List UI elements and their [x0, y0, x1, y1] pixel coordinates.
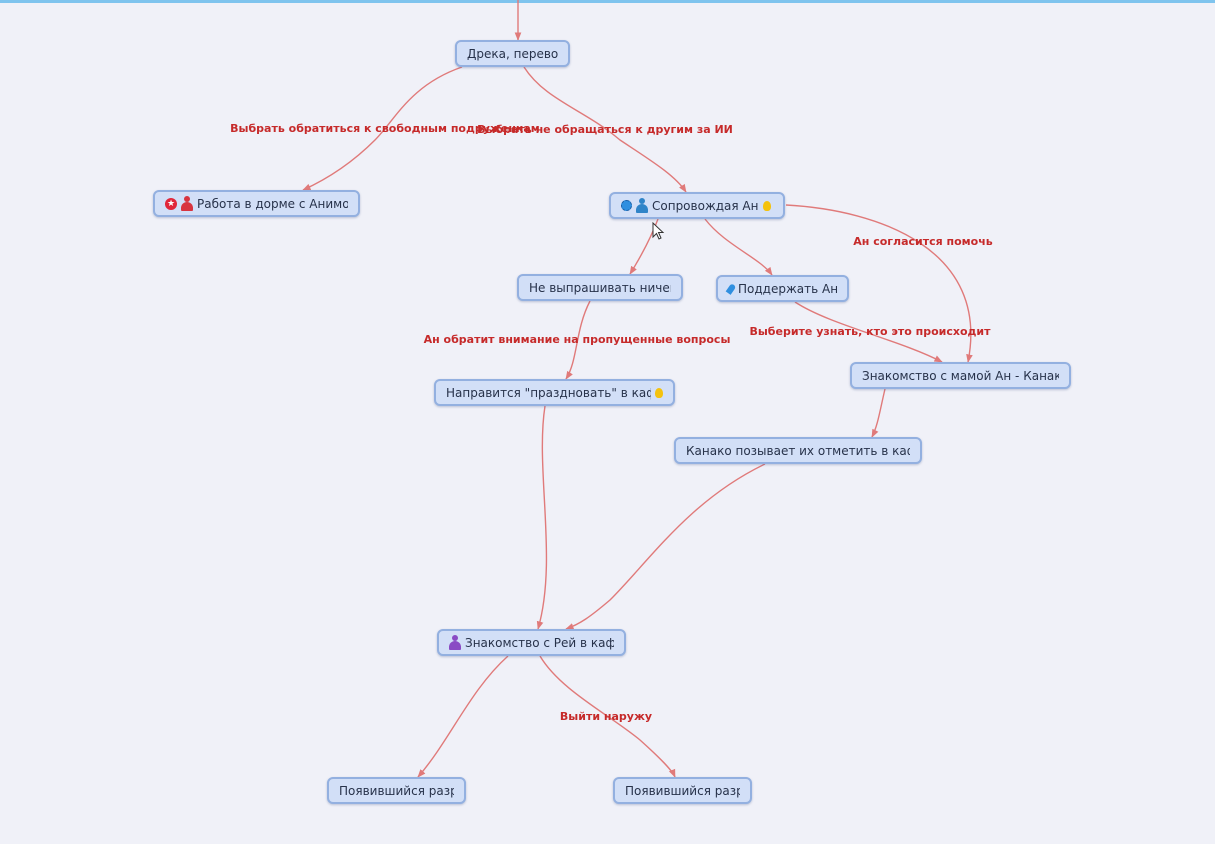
star-icon: ★ — [165, 197, 177, 210]
window-top-border — [0, 0, 1215, 3]
diagram-node-n7[interactable]: Знакомство с мамой Ан - Канако — [850, 362, 1071, 389]
purple-person-icon — [449, 635, 461, 650]
edge-n1-n3 — [523, 66, 687, 193]
diagram-node-n5[interactable]: Поддержать Ан — [716, 275, 849, 302]
edge-n9-n10 — [417, 655, 509, 778]
diagram-node-n1[interactable]: Дрека, перевод — [455, 40, 570, 67]
red-person-icon — [181, 196, 193, 211]
diagram-node-n8[interactable]: Канако позывает их отметить в кафе — [674, 437, 922, 464]
node-label: Направится "праздновать" в кафе — [446, 385, 651, 400]
edge-n5-n7 — [794, 301, 943, 363]
edge-n6-n9 — [536, 405, 548, 630]
edge-label: Выбрать не обращаться к другим за ИИ — [477, 123, 733, 136]
edge-n3-n7 — [785, 204, 973, 363]
node-label: Знакомство с Рей в кафе — [465, 635, 614, 650]
edge-n1-n2 — [302, 66, 463, 191]
edge-label: Выбрать обратиться к свободным подруженк… — [230, 122, 540, 135]
edge-n9-n11 — [539, 655, 676, 778]
diagram-node-n2[interactable]: ★ Работа в дорме с Анимо — [153, 190, 360, 217]
mouse-cursor-icon — [652, 222, 665, 240]
edge-n8-n9 — [565, 463, 766, 630]
node-label: Поддержать Ан — [738, 281, 837, 296]
diagram-node-n3[interactable]: Сопровождая Ан — [609, 192, 785, 219]
edge-label: Ан обратит внимание на пропущенные вопро… — [424, 333, 731, 346]
gear-icon — [621, 200, 632, 211]
diagram-node-n4[interactable]: Не выпрашивать ничего — [517, 274, 683, 301]
edge-label: Ан согласится помочь — [853, 235, 993, 248]
node-label: Не выпрашивать ничего — [529, 280, 671, 295]
pin-icon — [725, 282, 737, 295]
diagram-node-n9[interactable]: Знакомство с Рей в кафе — [437, 629, 626, 656]
edge-n3-n4 — [629, 218, 659, 275]
node-label: Работа в дорме с Анимо — [197, 196, 348, 211]
node-label: Дрека, перевод — [467, 46, 558, 61]
node-label: Появившийся разрыв — [339, 783, 454, 798]
bulb-icon — [655, 387, 663, 398]
blue-person-icon — [636, 198, 648, 213]
edge-label: Выйти наружу — [560, 710, 652, 723]
node-label: Знакомство с мамой Ан - Канако — [862, 368, 1059, 383]
diagram-node-n11[interactable]: Появившийся разрыв — [613, 777, 752, 804]
diagram-node-n6[interactable]: Направится "праздновать" в кафе — [434, 379, 675, 406]
diagram-node-n10[interactable]: Появившийся разрыв — [327, 777, 466, 804]
node-label: Появившийся разрыв — [625, 783, 740, 798]
edge-label: Выберите узнать, кто это происходит — [749, 325, 991, 338]
edge-n4-n6 — [565, 300, 591, 380]
edge-n7-n8 — [871, 388, 886, 438]
node-label: Сопровождая Ан — [652, 198, 759, 213]
node-label: Канако позывает их отметить в кафе — [686, 443, 910, 458]
bulb-icon — [762, 200, 771, 211]
edge-n3-n5 — [704, 218, 773, 276]
